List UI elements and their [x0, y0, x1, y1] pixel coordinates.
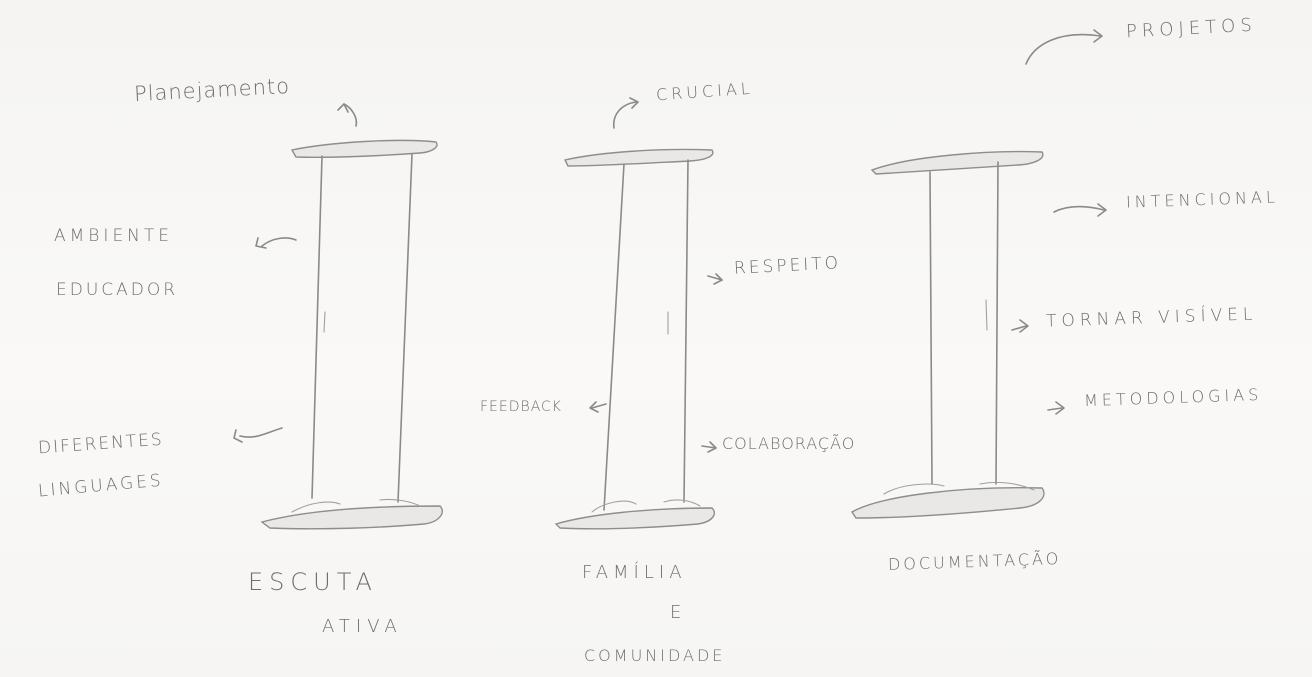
right-label-colaboracao: COLABORAÇÃO — [722, 434, 856, 453]
base-label-familia: FAMÍLIA — [582, 562, 687, 583]
left-label-feedback: FEEDBACK — [480, 399, 562, 415]
pillar-familia-comunidade — [554, 148, 716, 530]
base-label-escuta: ESCUTA — [248, 568, 378, 596]
pillar-documentacao — [851, 150, 1045, 519]
left-label-educador: EDUCADOR — [56, 280, 179, 300]
pillar-escuta-ativa — [260, 139, 443, 530]
base-label-ativa: ATIVA — [322, 616, 403, 637]
arrows — [233, 29, 1107, 453]
base-label-e: E — [670, 602, 685, 623]
left-label-ambiente: AMBIENTE — [54, 226, 174, 246]
base-label-comunidade: COMUNIDADE — [584, 646, 726, 665]
